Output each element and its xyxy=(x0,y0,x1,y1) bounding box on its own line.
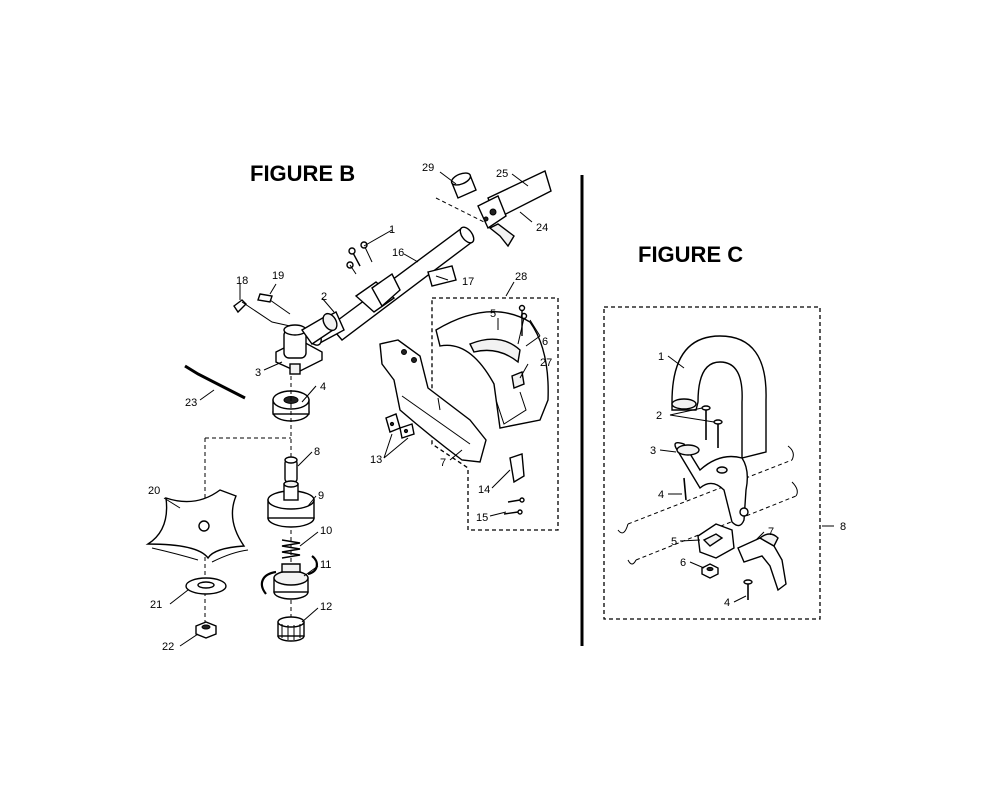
callout-b-17: 17 xyxy=(462,276,474,288)
callout-b-22: 22 xyxy=(162,641,174,653)
callout-b-1: 1 xyxy=(389,224,395,236)
part-29-sleeve xyxy=(450,172,477,199)
callout-b-16: 16 xyxy=(392,247,404,259)
part-1-loop-handle xyxy=(671,335,767,459)
callout-b-11: 11 xyxy=(320,559,331,571)
callout-b-28: 28 xyxy=(515,271,527,283)
part-7-grip xyxy=(737,533,787,592)
part-1-bolts xyxy=(346,241,373,275)
part-13-clips xyxy=(385,413,415,439)
callout-c-7: 7 xyxy=(768,526,774,538)
figure-b-leaders xyxy=(163,171,541,647)
callout-b-29: 29 xyxy=(422,162,434,174)
callout-b-14: 14 xyxy=(478,484,490,496)
callout-b-19: 19 xyxy=(272,270,284,282)
part-4-bolt-upper xyxy=(683,477,687,501)
part-4-bolt-lower xyxy=(743,579,753,600)
callout-b-4: 4 xyxy=(320,381,326,393)
part-5-trigger-housing xyxy=(697,523,735,559)
callout-b-15: 15 xyxy=(476,512,488,524)
assembly-line-29 xyxy=(435,197,485,223)
part-20-blade xyxy=(145,489,249,563)
part-14-cutter-plate xyxy=(509,453,525,484)
callout-c-4b: 4 xyxy=(724,597,730,609)
callout-c-6: 6 xyxy=(680,557,686,569)
callout-b-13: 13 xyxy=(370,454,382,466)
callout-b-7: 7 xyxy=(440,457,446,469)
part-8-pin xyxy=(284,456,298,483)
part-19-screw xyxy=(257,293,291,315)
callout-b-24: 24 xyxy=(536,222,548,234)
part-23-hex-key xyxy=(184,364,246,400)
callout-b-23: 23 xyxy=(185,397,197,409)
part-6-nut xyxy=(701,563,719,579)
callout-c-5: 5 xyxy=(671,536,677,548)
figure-c: FIGURE C xyxy=(603,242,846,620)
part-5-guard xyxy=(435,311,549,429)
callout-b-12: 12 xyxy=(320,601,332,613)
figure-b-callouts: 1 2 3 4 5 6 7 8 9 10 11 12 13 14 15 16 1… xyxy=(148,162,552,653)
figure-c-leaders xyxy=(659,355,834,603)
figure-b-title: FIGURE B xyxy=(250,161,355,186)
callout-b-20: 20 xyxy=(148,485,160,497)
part-11-spool xyxy=(260,555,318,600)
part-9-hub xyxy=(267,480,315,528)
part-shaft-clamp xyxy=(354,272,401,313)
part-2-bolts xyxy=(701,405,723,448)
part-8-handle-box xyxy=(603,306,821,620)
figure-b: FIGURE B xyxy=(145,161,559,653)
callout-b-9: 9 xyxy=(318,490,324,502)
callout-c-2: 2 xyxy=(656,410,662,422)
callout-b-21: 21 xyxy=(150,599,162,611)
callout-b-10: 10 xyxy=(320,525,332,537)
part-17-label xyxy=(427,265,457,287)
callout-b-27: 27 xyxy=(540,357,552,369)
part-22-nut xyxy=(195,621,217,639)
callout-b-8: 8 xyxy=(314,446,320,458)
part-3-handle-bracket xyxy=(674,441,749,527)
callout-b-6: 6 xyxy=(542,336,548,348)
callout-b-25: 25 xyxy=(496,168,508,180)
callout-c-8: 8 xyxy=(840,521,846,533)
part-6-screws xyxy=(517,304,528,345)
part-18-screw xyxy=(233,299,291,327)
part-21-washer xyxy=(185,577,227,595)
part-28-guard-box xyxy=(431,297,559,531)
figure-c-callouts: 1 2 3 4 5 6 7 4 8 xyxy=(650,351,846,609)
callout-b-18: 18 xyxy=(236,275,248,287)
part-15-screws xyxy=(503,497,525,515)
callout-b-3: 3 xyxy=(255,367,261,379)
callout-b-2: 2 xyxy=(321,291,327,303)
part-12-bump-knob xyxy=(277,616,305,642)
callout-c-1: 1 xyxy=(658,351,664,363)
callout-c-4a: 4 xyxy=(658,489,664,501)
part-16-drive-shaft xyxy=(328,226,475,341)
callout-c-3: 3 xyxy=(650,445,656,457)
part-25-upper-shaft xyxy=(477,170,552,248)
part-3-gearbox xyxy=(275,312,338,375)
callout-b-5: 5 xyxy=(490,308,496,320)
part-7-bracket xyxy=(379,339,487,463)
part-10-spring xyxy=(281,539,301,559)
figure-c-title: FIGURE C xyxy=(638,242,743,267)
